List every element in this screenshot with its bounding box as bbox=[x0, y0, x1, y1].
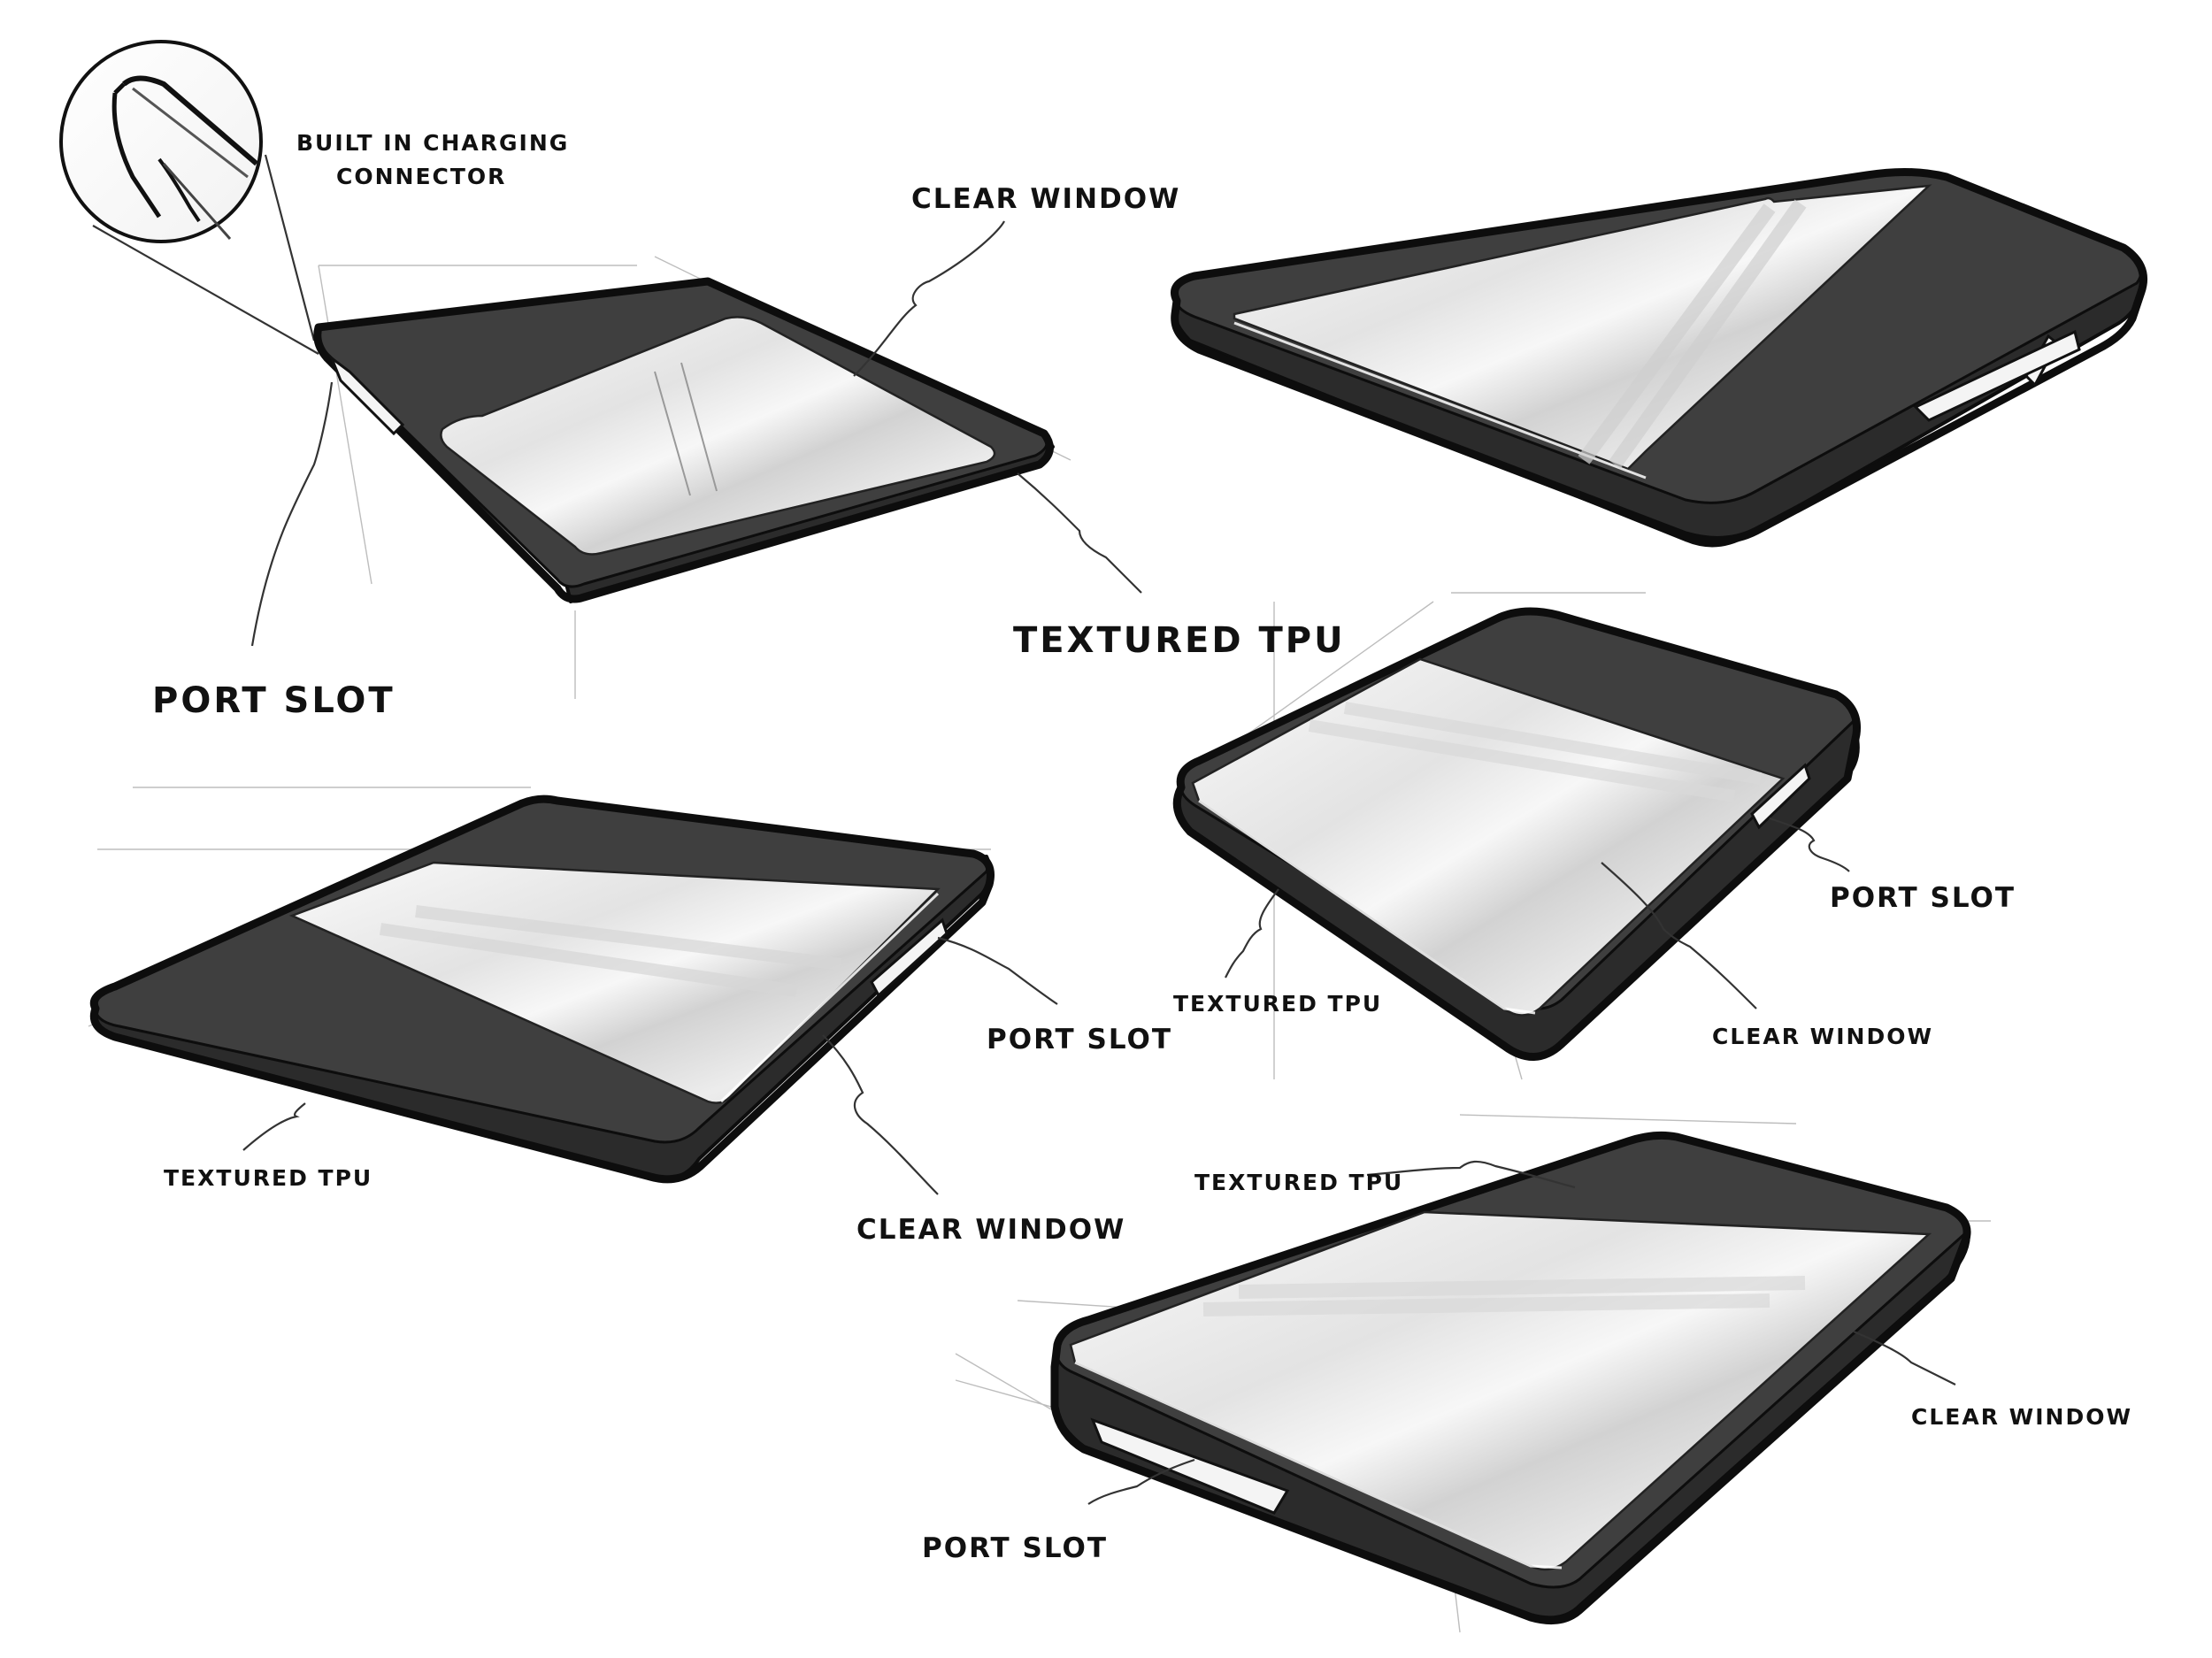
label-clear-window-3: CLEAR WINDOW bbox=[856, 1214, 1125, 1246]
label-textured-tpu-3: TEXTURED TPU bbox=[164, 1165, 373, 1191]
label-textured-tpu-4: TEXTURED TPU bbox=[1173, 991, 1382, 1017]
view-2-device bbox=[1171, 167, 2147, 548]
label-clear-window-1: CLEAR WINDOW bbox=[911, 183, 1180, 215]
label-connector-line-2: CONNECTOR bbox=[336, 164, 506, 189]
label-connector-line-1: BUILT IN CHARGING bbox=[296, 130, 569, 156]
label-port-slot-1: PORT SLOT bbox=[152, 680, 396, 721]
label-textured-tpu-5: TEXTURED TPU bbox=[1194, 1170, 1403, 1195]
label-clear-window-4: CLEAR WINDOW bbox=[1712, 1024, 1933, 1049]
view-4-device bbox=[1172, 592, 1862, 1080]
view-5-device bbox=[955, 1114, 1991, 1633]
label-port-slot-4: PORT SLOT bbox=[1830, 882, 2016, 914]
label-port-slot-3: PORT SLOT bbox=[987, 1024, 1172, 1055]
label-port-slot-5: PORT SLOT bbox=[922, 1532, 1108, 1564]
view-3-device bbox=[88, 787, 1058, 1195]
label-clear-window-5: CLEAR WINDOW bbox=[1911, 1404, 2132, 1430]
connector-detail bbox=[59, 40, 319, 355]
label-built-in-charging-connector: BUILT IN CHARGING CONNECTOR bbox=[296, 130, 579, 189]
view-1-device bbox=[250, 220, 1142, 699]
label-textured-tpu-1: TEXTURED TPU bbox=[1013, 620, 1346, 661]
